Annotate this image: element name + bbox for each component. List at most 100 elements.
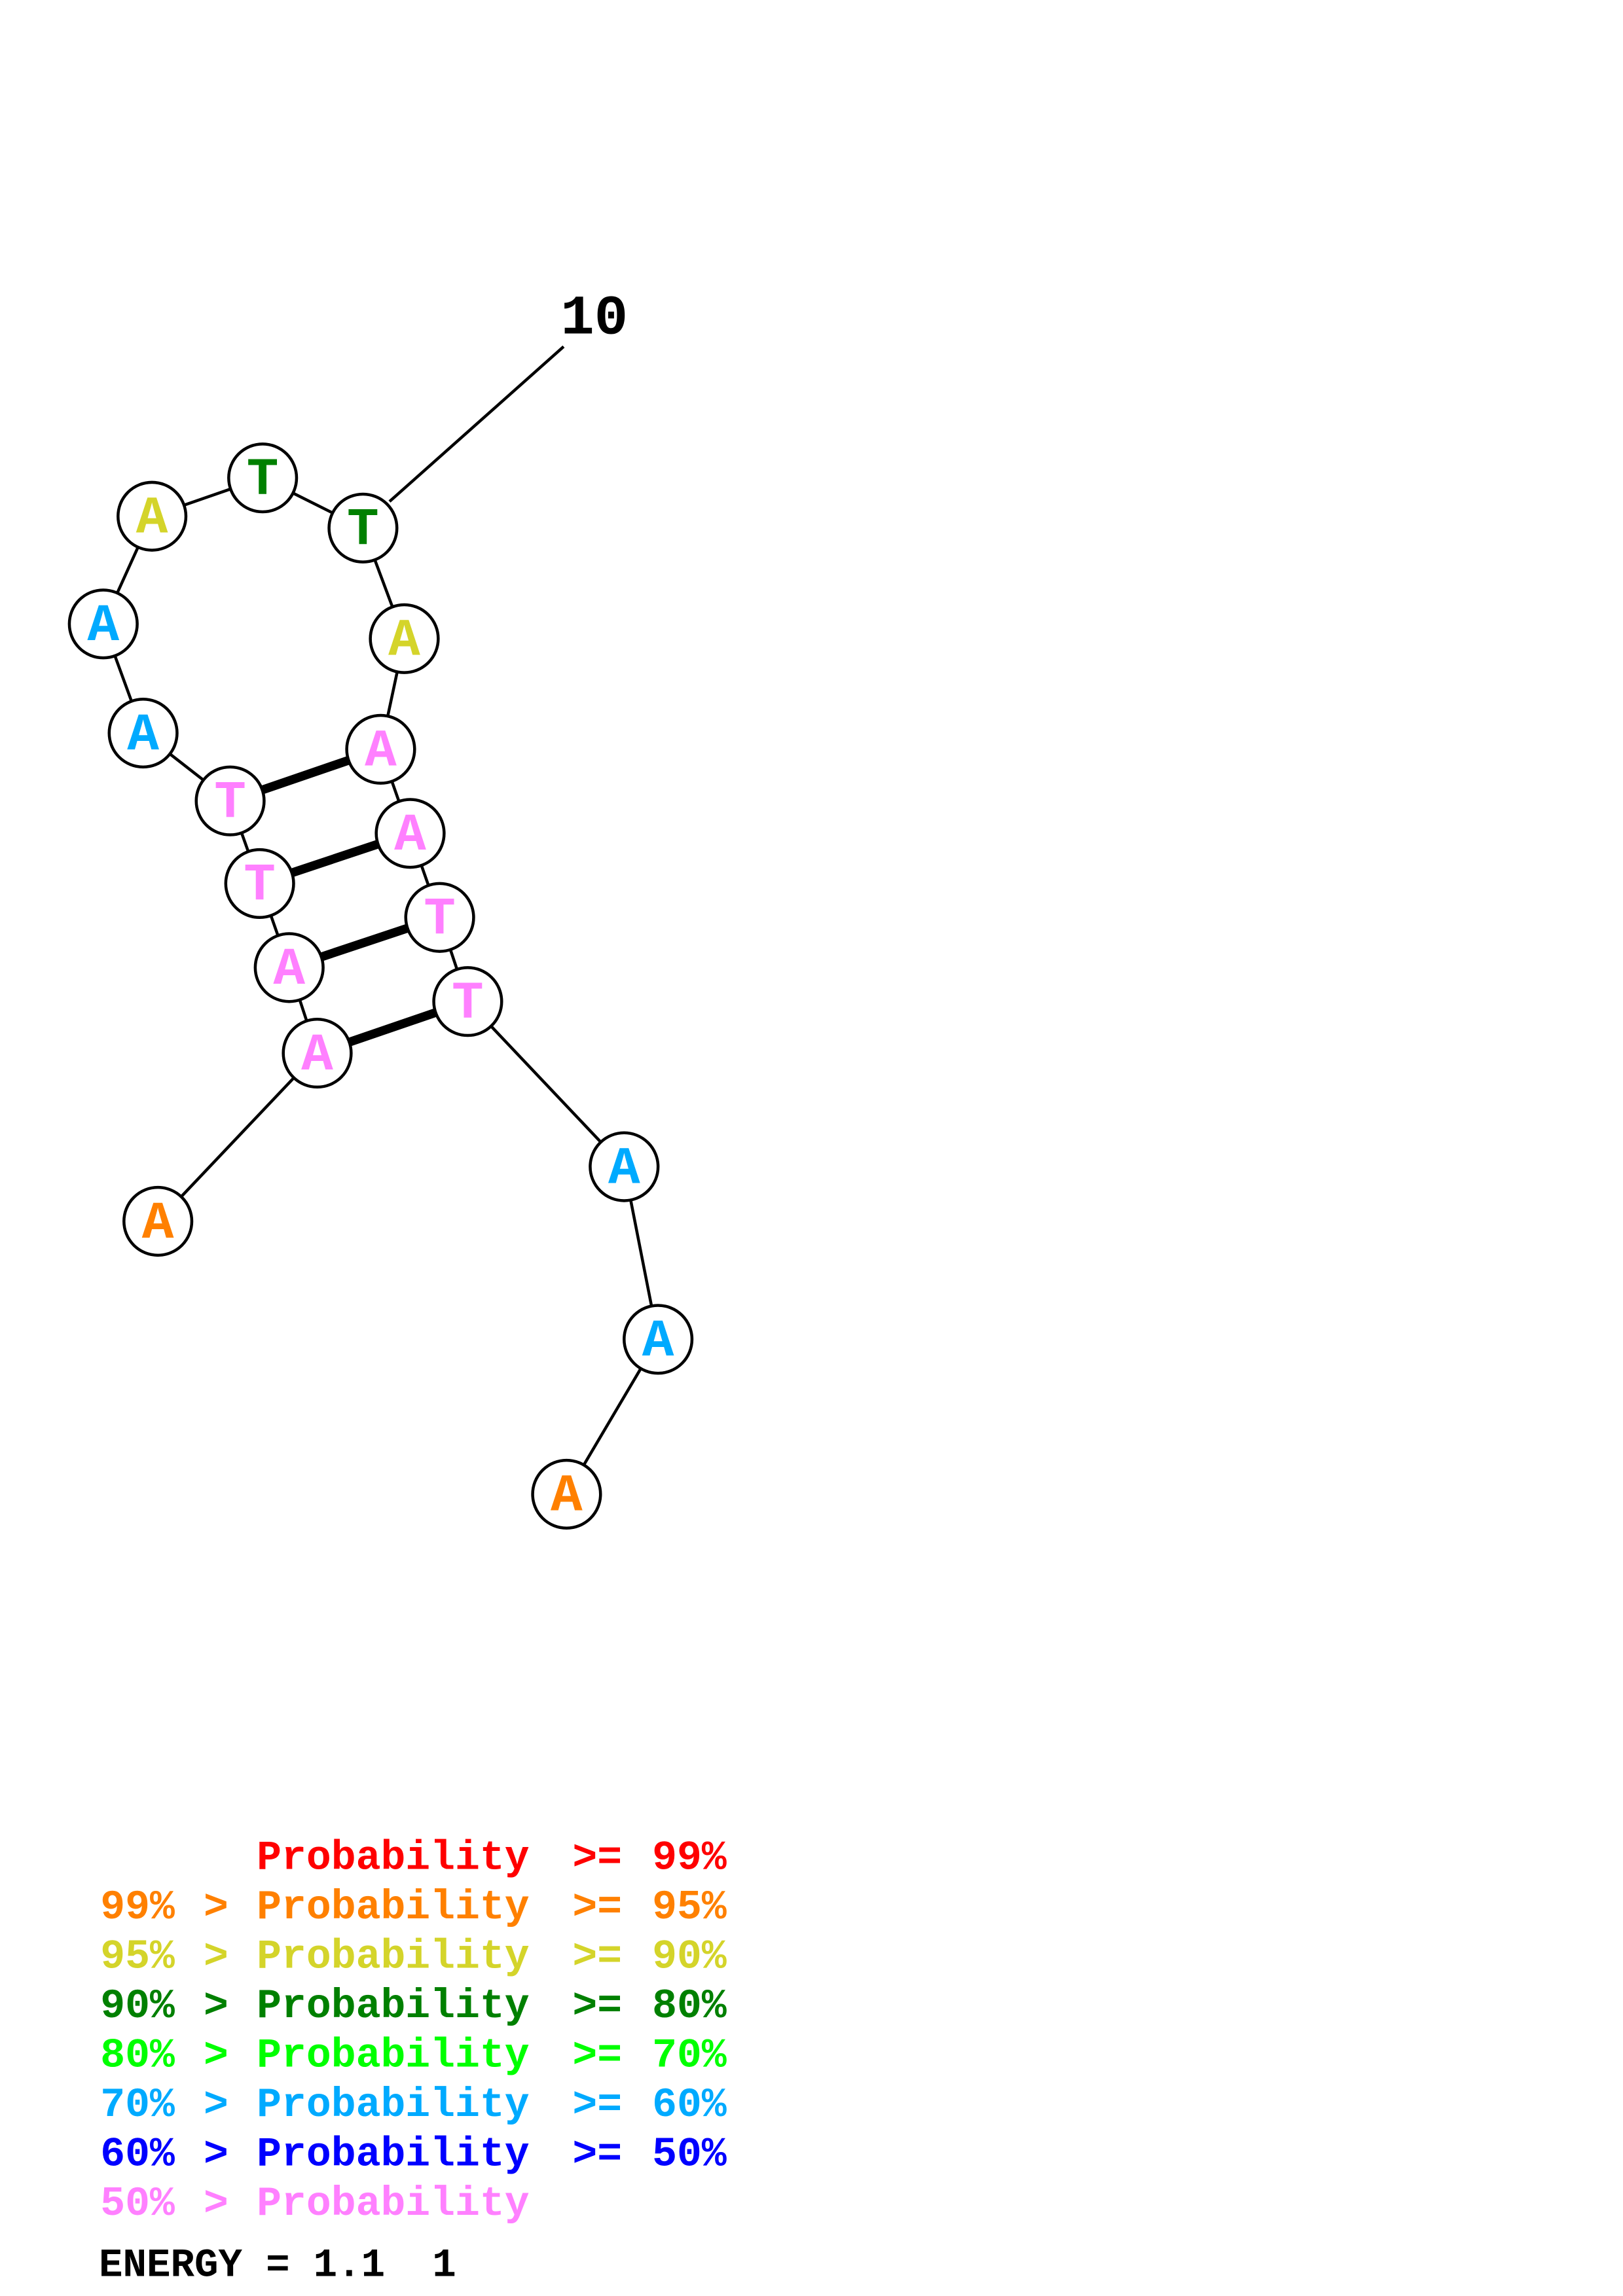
legend-upper-bound: 60% bbox=[652, 2081, 727, 2128]
nucleotide-letter: A bbox=[608, 1139, 640, 1199]
nucleotide-5: T bbox=[194, 765, 266, 836]
nucleotide-circle bbox=[327, 492, 399, 564]
backbone-segment bbox=[466, 1000, 625, 1168]
legend-upper-bound: 99% bbox=[652, 1834, 727, 1881]
nucleotide-14: T bbox=[404, 882, 475, 953]
legend-lower-bound: 50% bbox=[100, 2180, 175, 2227]
legend-lower-bound: 80% bbox=[100, 2032, 175, 2079]
energy-line: ENERGY = 1.1 1 bbox=[99, 2243, 456, 2288]
nucleotide-6: A bbox=[107, 697, 179, 769]
legend-comparator: >= bbox=[572, 2130, 622, 2178]
nucleotide-circle bbox=[194, 765, 266, 836]
legend-lower-bound: 70% bbox=[100, 2081, 175, 2128]
legend-row: 50% > Probability bbox=[100, 2180, 529, 2227]
nucleotide-letter: T bbox=[424, 890, 456, 950]
nucleotide-4: T bbox=[224, 848, 295, 920]
nucleotide-letter: A bbox=[136, 489, 168, 549]
nucleotide-10: T bbox=[327, 492, 399, 564]
legend-label: Probability bbox=[257, 1884, 530, 1931]
nucleotide-16: A bbox=[589, 1131, 660, 1202]
nucleotide-7: A bbox=[67, 588, 139, 660]
legend-label: Probability bbox=[257, 2032, 530, 2079]
backbone-segment bbox=[156, 1052, 319, 1223]
legend-operator: > bbox=[204, 1982, 228, 2030]
legend-row: 60% > Probability >= 50% bbox=[100, 2130, 727, 2178]
index-label: 10 bbox=[560, 287, 628, 350]
nucleotide-letter: A bbox=[388, 611, 420, 672]
legend-comparator: >= bbox=[572, 1884, 622, 1931]
legend-label: Probability bbox=[257, 2180, 530, 2227]
legend-row: Probability >= 99% bbox=[257, 1834, 727, 1881]
nucleotide-circle bbox=[432, 966, 503, 1037]
nucleotide-3: A bbox=[253, 932, 325, 1003]
legend-upper-bound: 50% bbox=[652, 2130, 727, 2178]
nucleotide-12: A bbox=[345, 713, 416, 785]
nucleotide-letter: T bbox=[244, 856, 276, 916]
nucleotide-letter: T bbox=[247, 450, 279, 511]
legend-operator: > bbox=[204, 2032, 228, 2079]
legend-operator: > bbox=[204, 2130, 228, 2178]
legend-row: 70% > Probability >= 60% bbox=[100, 2081, 727, 2128]
nucleotide-circle bbox=[531, 1458, 602, 1530]
nucleotide-letter: A bbox=[394, 806, 426, 866]
legend-upper-bound: 90% bbox=[652, 1933, 727, 1980]
nucleotide-letter: A bbox=[551, 1467, 583, 1527]
structure-number: 1 bbox=[432, 2243, 456, 2288]
nucleotide-circle bbox=[623, 1304, 694, 1375]
nucleotide-letter: T bbox=[452, 974, 484, 1034]
nucleotide-2: A bbox=[282, 1018, 353, 1089]
legend-operator: > bbox=[204, 2081, 228, 2128]
nucleotide-letter: T bbox=[347, 501, 379, 561]
nucleotide-circle bbox=[253, 932, 325, 1003]
energy-label: ENERGY bbox=[99, 2243, 243, 2288]
nucleotide-letter: A bbox=[642, 1312, 674, 1372]
nucleotide-11: A bbox=[369, 603, 440, 674]
nucleotide-circle bbox=[282, 1018, 353, 1089]
legend-label: Probability bbox=[257, 1834, 530, 1881]
legend-label: Probability bbox=[257, 1933, 530, 1980]
energy-value: 1.1 bbox=[314, 2243, 386, 2288]
nucleotide-13: A bbox=[374, 798, 446, 869]
legend-operator: > bbox=[204, 1884, 228, 1931]
legend-label: Probability bbox=[257, 2130, 530, 2178]
nucleotide-letter: A bbox=[142, 1194, 174, 1254]
nucleotide-8: A bbox=[117, 480, 188, 552]
nucleotide-17: A bbox=[623, 1304, 694, 1375]
nucleotide-letter: A bbox=[87, 596, 119, 656]
legend-row: 90%>Probability>=80% bbox=[100, 1982, 727, 2030]
legend-lower-bound: 99% bbox=[100, 1884, 175, 1931]
nucleotide-circle bbox=[122, 1185, 194, 1257]
legend-upper-bound: 95% bbox=[652, 1884, 727, 1931]
nucleotide-circle bbox=[374, 798, 446, 869]
nucleotide-circle bbox=[404, 882, 475, 953]
legend-upper-bound: 70% bbox=[652, 2032, 727, 2079]
legend-comparator: >= bbox=[572, 2032, 622, 2079]
legend-comparator: >= bbox=[572, 2081, 622, 2128]
legend-comparator: >= bbox=[572, 1982, 622, 2030]
nucleotide-9: T bbox=[227, 442, 299, 514]
nucleotide-letter: A bbox=[273, 940, 305, 1000]
legend-operator: > bbox=[204, 1933, 228, 1980]
legend-lower-bound: 90% bbox=[100, 1982, 175, 2030]
legend-comparator: >= bbox=[572, 1834, 622, 1881]
energy-equals: = bbox=[266, 2243, 290, 2288]
nucleotide-letter: A bbox=[365, 722, 397, 782]
legend-row: 95%>Probability>=90% bbox=[100, 1933, 727, 1980]
nucleotide-circle bbox=[589, 1131, 660, 1202]
nucleotide-letter: T bbox=[214, 774, 246, 834]
legend-comparator: >= bbox=[572, 1933, 622, 1980]
nucleotide-circle bbox=[117, 480, 188, 552]
nucleotide-15: T bbox=[432, 966, 503, 1037]
legend-label: Probability bbox=[257, 2081, 530, 2128]
nucleotide-18: A bbox=[531, 1458, 602, 1530]
legend-lower-bound: 60% bbox=[100, 2130, 175, 2178]
nucleotide-circle bbox=[224, 848, 295, 920]
nucleotide-circle bbox=[107, 697, 179, 769]
legend-operator: > bbox=[204, 2180, 228, 2227]
legend-label: Probability bbox=[257, 1982, 530, 2030]
probability-legend: Probability>=99%99%>Probability>=95%95%>… bbox=[100, 1834, 727, 2227]
nucleotide-circle bbox=[227, 442, 299, 514]
nucleotide-letter: A bbox=[127, 706, 159, 766]
